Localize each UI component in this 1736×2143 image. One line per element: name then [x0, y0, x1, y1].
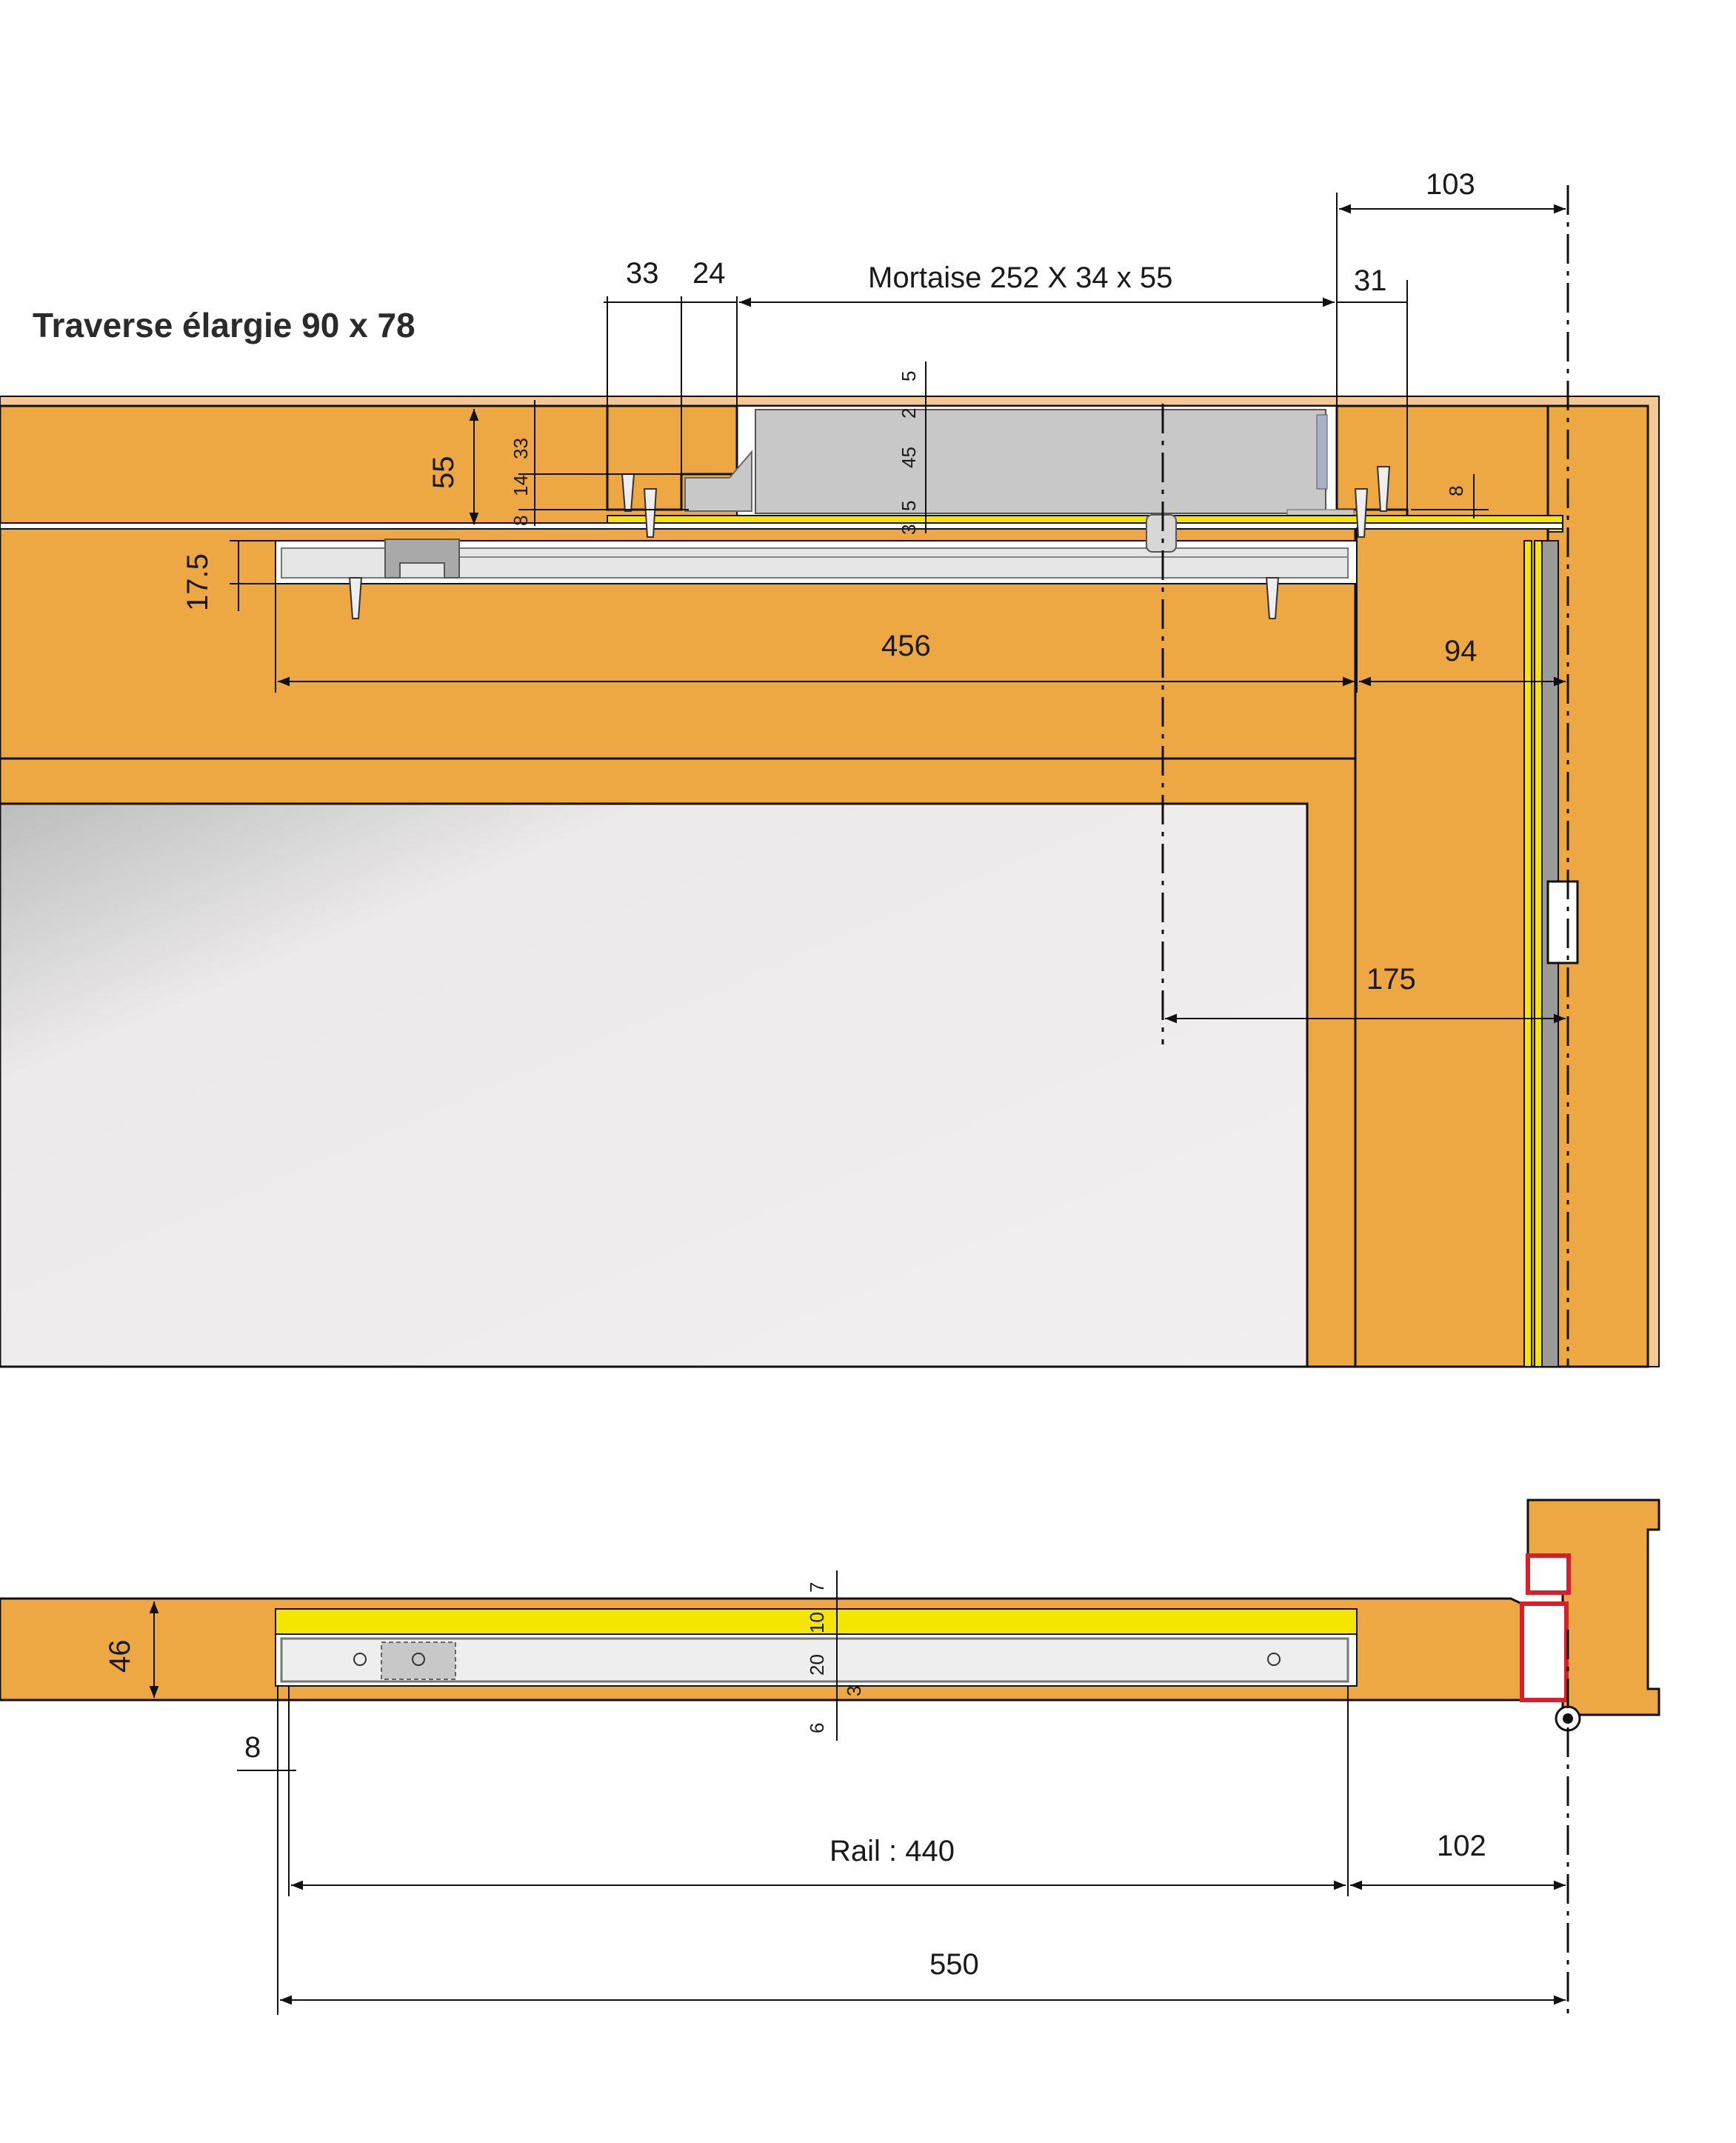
hinge-block	[1520, 1602, 1569, 1702]
screw-3	[1376, 466, 1391, 512]
rail-section	[280, 1637, 1349, 1683]
col-3-label: 3	[898, 524, 920, 535]
hinge	[1546, 880, 1579, 964]
drawing-title: Traverse élargie 90 x 78	[33, 306, 415, 344]
v10-label: 10	[806, 1612, 828, 1633]
dim-550-label: 550	[929, 1948, 979, 1981]
door-leaf-stile	[1354, 526, 1549, 1368]
closer-body	[755, 409, 1326, 514]
step-block-right	[1335, 404, 1549, 527]
col-5b-label: 5	[898, 501, 920, 511]
dim-94-label: 94	[1444, 635, 1478, 667]
rail-hole-3	[1267, 1653, 1281, 1666]
bracket-grey	[684, 450, 752, 512]
closer-end-cap	[1316, 414, 1328, 490]
dim-31-label: 31	[1354, 264, 1387, 297]
stack-33-label: 33	[510, 438, 532, 459]
dim-rail-label: Rail : 440	[829, 1835, 955, 1867]
screw-4	[1354, 488, 1369, 538]
v3-label: 3	[843, 1686, 865, 1696]
dim-456-label: 456	[881, 630, 931, 662]
dim-8-right-label: 8	[1445, 486, 1467, 496]
screw-5	[348, 577, 363, 619]
v6-label: 6	[806, 1723, 828, 1733]
dim-46-label: 46	[104, 1640, 136, 1673]
col-2-label: 2	[898, 408, 920, 419]
top-view: Traverse élargie 90 x 78 103 33 24 Morta…	[0, 168, 1660, 1368]
v7-label: 7	[806, 1582, 828, 1593]
col-5a-label: 5	[898, 371, 920, 381]
frame-stop-red	[1526, 1553, 1571, 1595]
dim-102-label: 102	[1437, 1830, 1486, 1862]
rail-slider	[384, 539, 460, 579]
glass-bead	[0, 802, 1309, 1368]
screw-1	[621, 473, 635, 512]
slider-block	[381, 1642, 456, 1680]
screw-6	[1265, 577, 1280, 619]
dim-103-label: 103	[1426, 168, 1475, 201]
screw-2	[643, 488, 658, 538]
dim-24-label: 24	[692, 257, 726, 290]
dim-33-label: 33	[626, 257, 659, 290]
rail-hole-1	[353, 1653, 367, 1666]
stack-14-label: 14	[510, 475, 532, 496]
arm-pivot	[1146, 514, 1177, 553]
yellow-strip-bottom	[275, 1608, 1358, 1635]
dim-17-5-label: 17.5	[181, 553, 214, 611]
bottom-view: 46 7 10 20 3 6 8 Rail : 440 102 550	[0, 1499, 1660, 2015]
col-45-label: 45	[898, 447, 920, 468]
jamb-yellow-2	[1534, 540, 1543, 1367]
dim-8-bottom-label: 8	[244, 1731, 261, 1764]
stack-8-label: 8	[510, 516, 532, 526]
dim-55-label: 55	[427, 456, 460, 490]
screws	[348, 466, 1391, 619]
v20-label: 20	[806, 1654, 828, 1676]
rail-holes	[353, 1653, 1281, 1666]
dim-mortaise-label: Mortaise 252 X 34 x 55	[868, 261, 1172, 294]
rail-hole-2	[412, 1653, 425, 1666]
jamb-yellow-1	[1523, 540, 1532, 1367]
dim-175-label: 175	[1366, 963, 1416, 996]
gap-strip	[0, 522, 1563, 530]
